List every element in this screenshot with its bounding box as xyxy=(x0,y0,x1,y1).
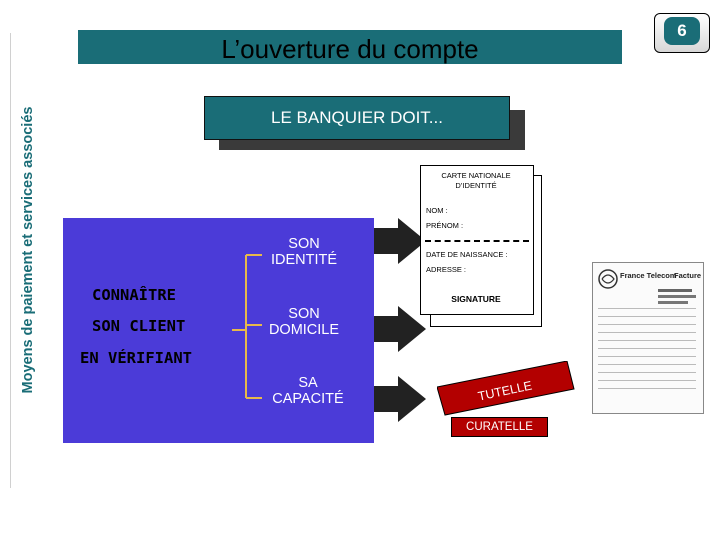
arrow-right-icon xyxy=(374,218,426,264)
en-verifiant-label: EN VÉRIFIANT xyxy=(78,349,194,367)
branch-domicile-line1: SON xyxy=(288,306,320,322)
branch-capacity: SA CAPACITÉ xyxy=(255,375,361,407)
arrow-right-icon xyxy=(374,376,426,422)
branch-identity-line1: SON xyxy=(288,236,320,252)
branch-domicile: SON DOMICILE xyxy=(255,306,353,338)
branch-capacity-line2: CAPACITÉ xyxy=(272,391,344,407)
facture-lines xyxy=(598,302,696,389)
branch-identity: SON IDENTITÉ xyxy=(255,236,353,268)
card-adresse: ADRESSE : xyxy=(426,265,467,274)
card-prenom: PRÉNOM : xyxy=(426,221,464,230)
card-nom: NOM : xyxy=(426,206,448,215)
son-client-label: SON CLIENT xyxy=(90,317,188,335)
branch-domicile-line2: DOMICILE xyxy=(268,322,340,338)
side-band xyxy=(10,33,47,488)
facture-address-block xyxy=(658,289,696,307)
branch-identity-line2: IDENTITÉ xyxy=(270,252,338,268)
page-number-badge xyxy=(654,13,710,53)
card-divider xyxy=(425,240,529,242)
page-number: 6 xyxy=(664,17,700,45)
tutelle-ribbon: TUTELLE xyxy=(437,361,575,416)
facture-brand: France Telecom xyxy=(620,271,677,280)
banquier-box: LE BANQUIER DOIT... xyxy=(204,96,510,140)
page-title: L’ouverture du compte xyxy=(221,34,479,64)
arrow-right-icon xyxy=(374,306,426,352)
facture-doc-type: Facture xyxy=(674,271,702,280)
card-title-line1: CARTE NATIONALE xyxy=(441,171,511,180)
connaitre-label: CONNAÎTRE xyxy=(90,286,178,304)
card-title: CARTE NATIONALE D’IDENTITÉ xyxy=(420,171,532,191)
france-telecom-logo-icon xyxy=(598,269,618,289)
title-bar xyxy=(78,30,622,64)
card-date-naissance: DATE DE NAISSANCE : xyxy=(426,250,508,259)
card-signature: SIGNATURE xyxy=(451,294,501,304)
branch-capacity-line1: SA xyxy=(298,375,318,391)
curatelle-label: CURATELLE xyxy=(451,417,548,437)
card-title-line2: D’IDENTITÉ xyxy=(455,181,497,190)
